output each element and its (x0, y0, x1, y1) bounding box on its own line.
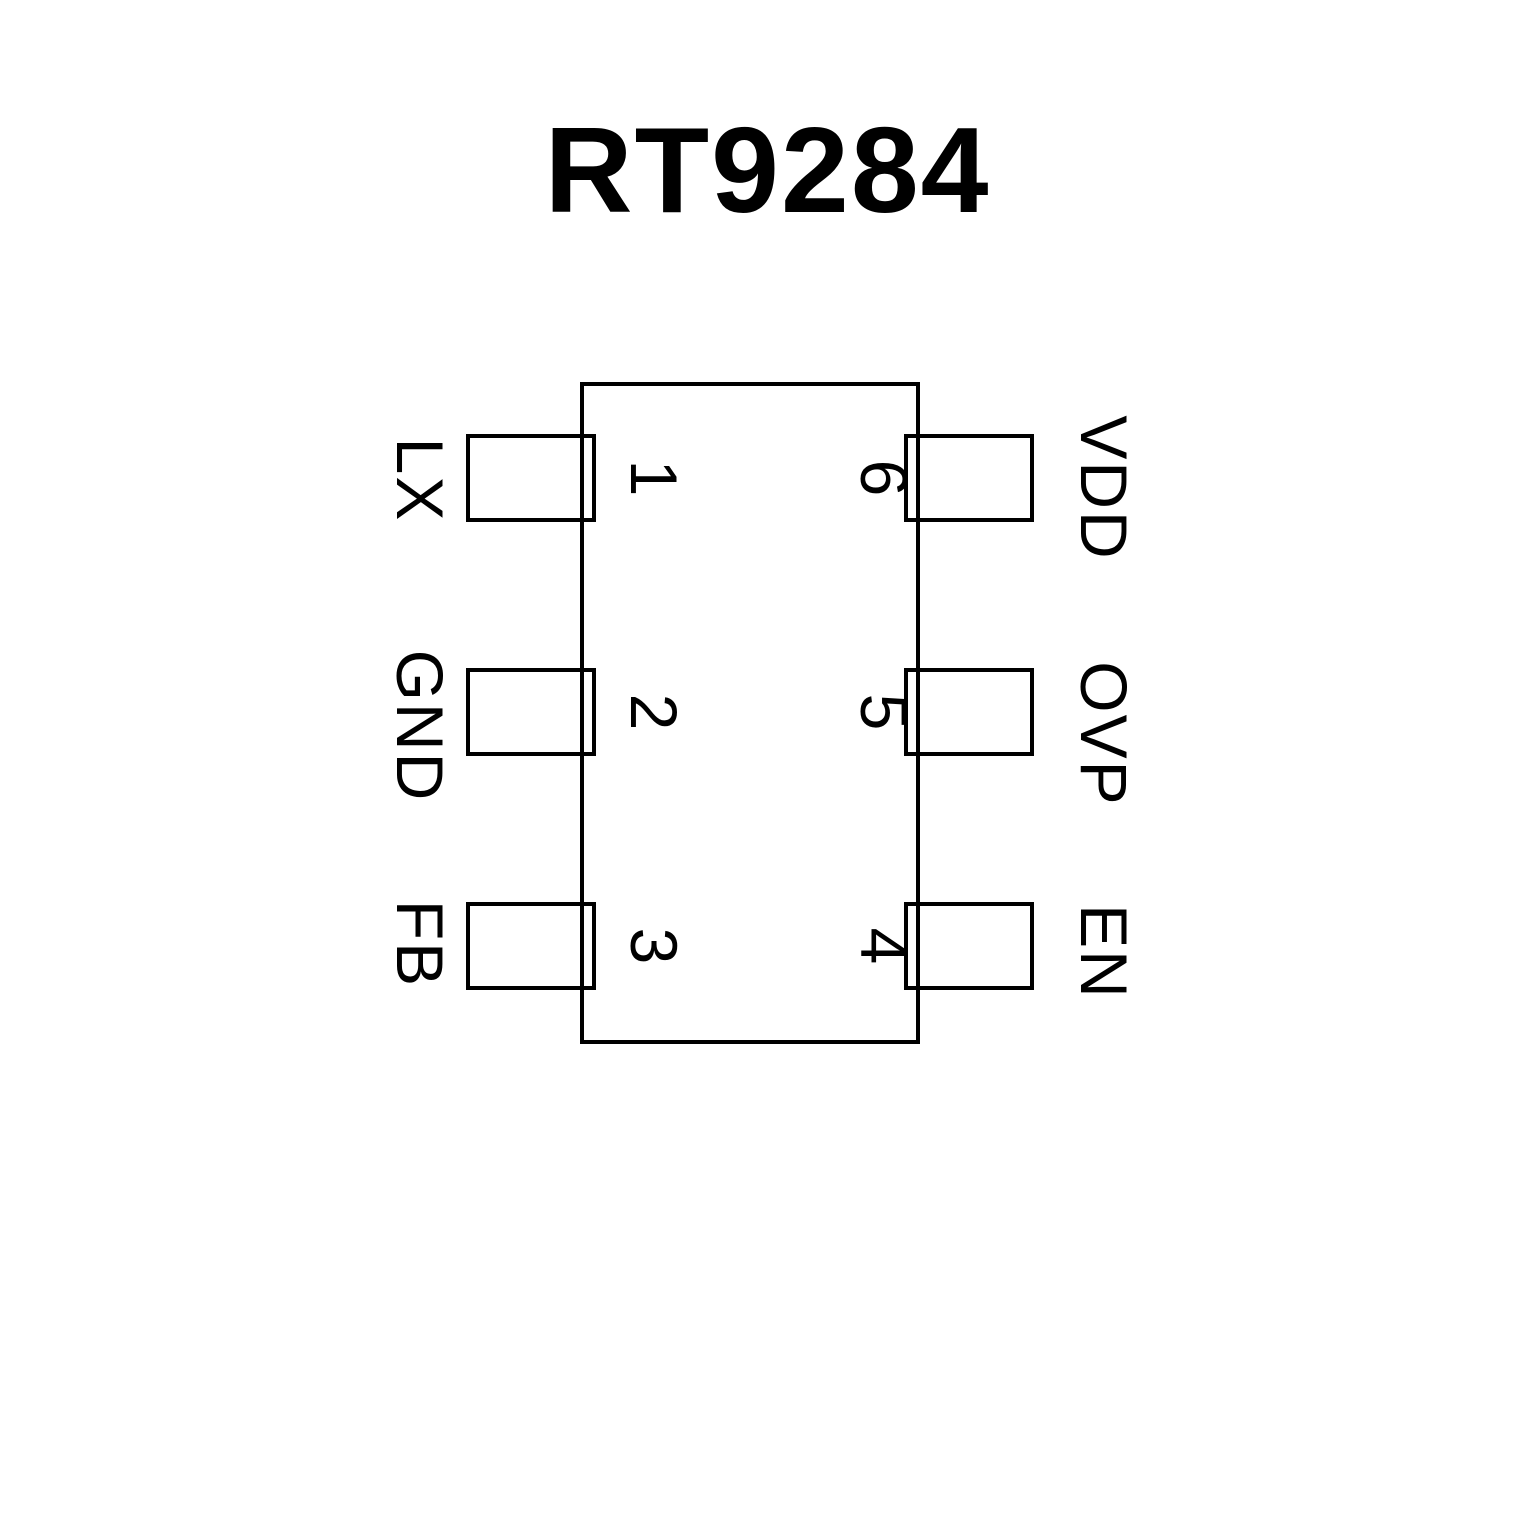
pin-label-en: EN (1067, 904, 1141, 1000)
page-title: RT9284 (544, 102, 991, 238)
pin-number-6: 6 (847, 459, 921, 497)
pin-pad-2 (466, 668, 596, 756)
pin-pad-6 (904, 434, 1034, 522)
pin-number-1: 1 (617, 459, 691, 497)
pin-label-fb: FB (383, 899, 457, 989)
pin-number-4: 4 (847, 927, 921, 965)
pin-number-3: 3 (617, 927, 691, 965)
pin-label-vdd: VDD (1067, 415, 1141, 561)
pin-pad-3 (466, 902, 596, 990)
pin-number-2: 2 (617, 693, 691, 731)
chip-body (580, 382, 920, 1044)
pin-pad-4 (904, 902, 1034, 990)
pin-label-ovp: OVP (1067, 661, 1141, 807)
pin-number-5: 5 (847, 693, 921, 731)
pin-pad-1 (466, 434, 596, 522)
pin-pad-5 (904, 668, 1034, 756)
pin-label-gnd: GND (383, 649, 457, 803)
pin-label-lx: LX (383, 437, 457, 523)
